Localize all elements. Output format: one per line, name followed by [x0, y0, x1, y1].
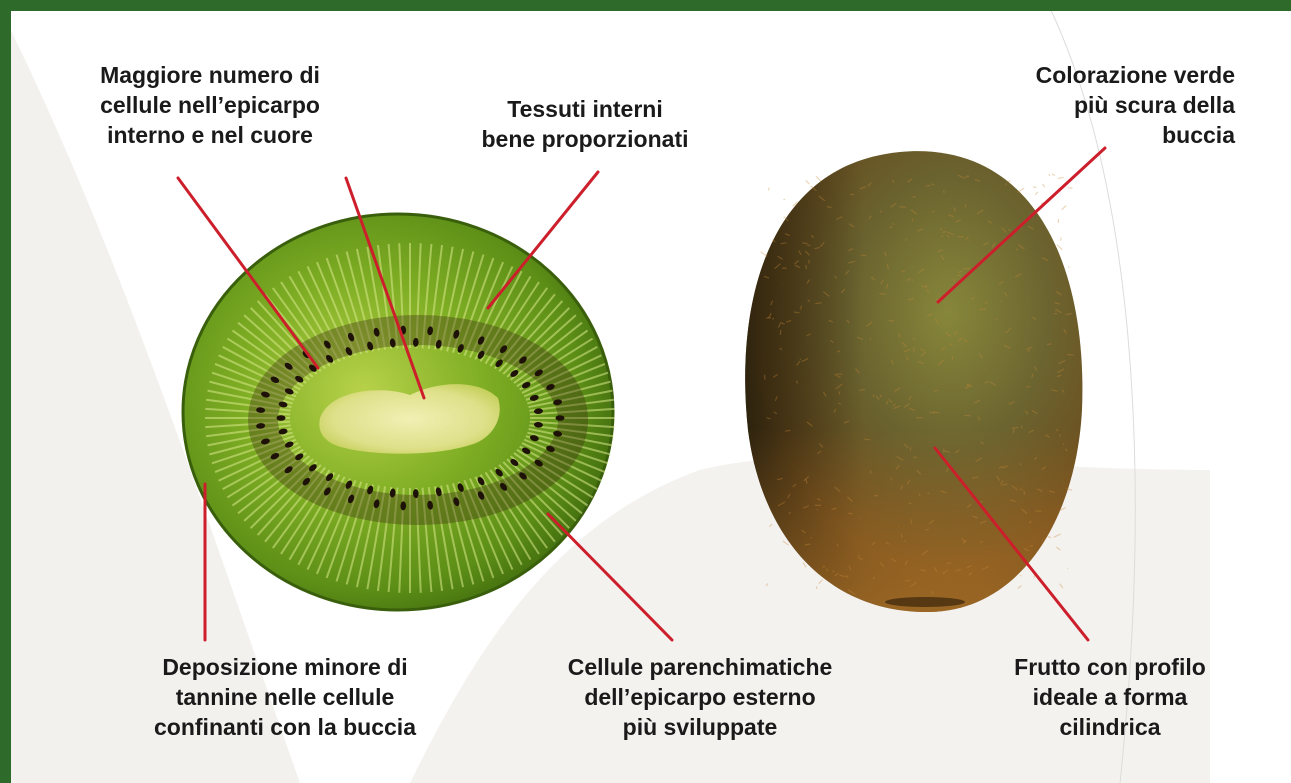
label-parenchyma: Cellule parenchimatiche dell’epicarpo es… [520, 652, 880, 742]
label-profile: Frutto con profilo ideale a forma cilind… [960, 652, 1260, 742]
label-tannin: Deposizione minore di tannine nelle cell… [110, 652, 460, 742]
label-cells-epicarp: Maggiore numero di cellule nell’epicarpo… [60, 60, 360, 150]
label-internal-tissues: Tessuti interni bene proporzionati [445, 94, 725, 154]
frame-top [0, 0, 1291, 11]
label-green-color: Colorazione verde più scura della buccia [940, 60, 1235, 150]
whole-kiwi-image [745, 151, 1082, 612]
frame-left [0, 0, 11, 783]
